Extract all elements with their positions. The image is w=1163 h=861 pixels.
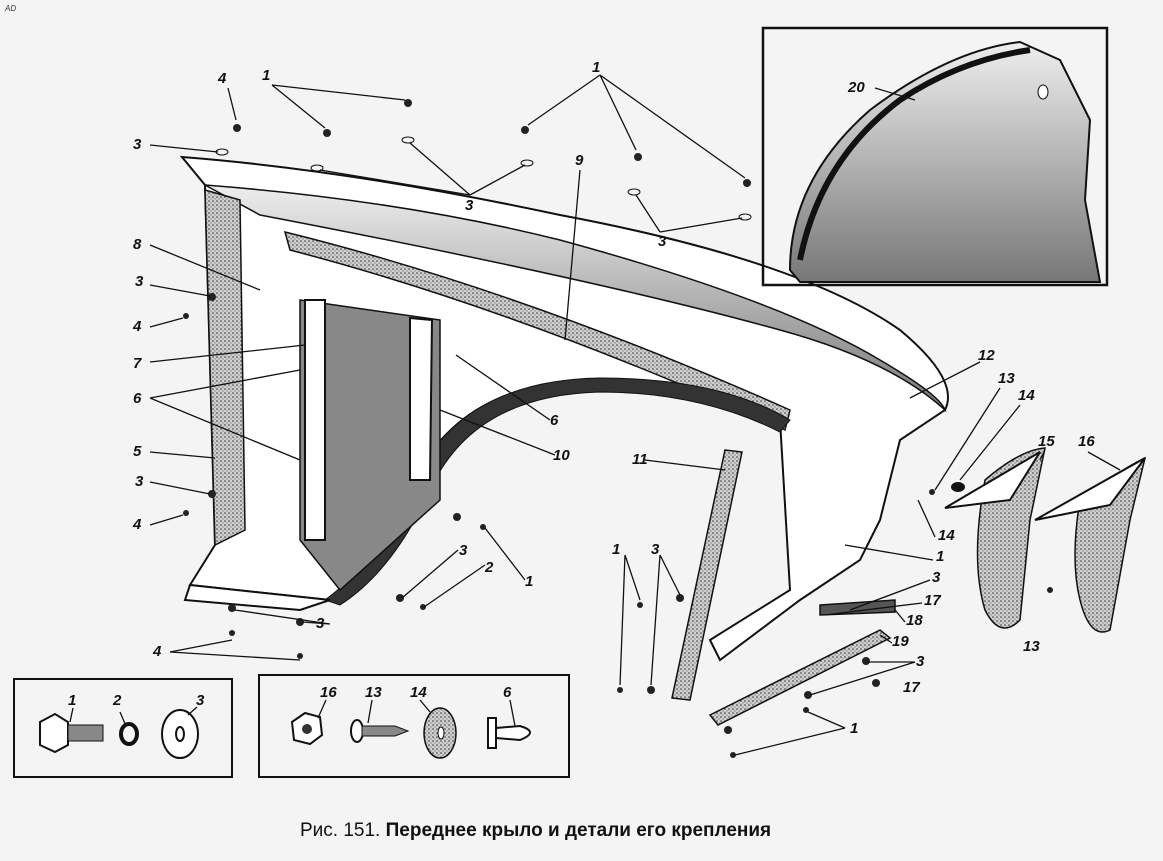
front-fender [179, 155, 949, 662]
legend-label: 13 [365, 684, 382, 701]
part-label: 14 [938, 527, 955, 544]
part-label: 1 [850, 720, 858, 737]
part-label: 12 [978, 347, 995, 364]
part-label: 16 [1078, 433, 1095, 450]
bolt-icon [39, 712, 69, 754]
leader-lines [149, 74, 1121, 756]
part-label: 3 [916, 653, 925, 670]
part-label: 4 [132, 318, 142, 335]
part-label: 4 [217, 70, 227, 87]
caption-title: Переднее крыло и детали его крепления [385, 820, 772, 841]
part-label: 9 [575, 152, 584, 169]
part-labels: 4 1 3 3 1 9 3 8 3 4 7 6 5 3 4 6 10 11 3 … [132, 59, 1095, 737]
part-label: 1 [525, 573, 533, 590]
brackets-and-shields [671, 447, 1147, 726]
flat-washer-icon [161, 709, 199, 759]
part-label: 3 [135, 273, 144, 290]
part-label: 3 [465, 197, 474, 214]
part-label: 3 [316, 615, 325, 632]
part-label: 6 [133, 390, 142, 407]
legend-label: 1 [68, 692, 76, 709]
part-label: 4 [132, 516, 142, 533]
part-label: 3 [135, 473, 144, 490]
part-label: 3 [133, 136, 142, 153]
part-label: 4 [152, 643, 162, 660]
part-label: 10 [553, 447, 570, 464]
part-label: 2 [484, 559, 494, 576]
part-label: 8 [133, 236, 142, 253]
part-label: 1 [936, 548, 944, 565]
part-label: 3 [459, 542, 468, 559]
fastener-legend-box-2: 16 13 14 6 [258, 674, 570, 778]
part-label: 3 [651, 541, 660, 558]
part-label: 1 [612, 541, 620, 558]
figure-caption: Рис. 151. Переднее крыло и детали его кр… [300, 820, 771, 842]
part-label: 13 [998, 370, 1015, 387]
part-label: 7 [133, 355, 142, 372]
legend-label: 2 [112, 692, 122, 709]
part-label: 1 [592, 59, 600, 76]
corner-mark: AD [5, 4, 17, 13]
fasteners [183, 99, 1053, 758]
part-label: 3 [932, 569, 941, 586]
spring-washer-icon [119, 722, 139, 746]
legend-label: 16 [320, 684, 337, 701]
caption-prefix: Рис. 151. [300, 820, 381, 841]
part-label: 1 [262, 67, 270, 84]
inset-fender-edge-detail [761, 26, 1109, 287]
legend-label: 14 [410, 684, 427, 701]
part-label: 17 [903, 679, 920, 696]
part-label: 14 [1018, 387, 1035, 404]
legend-label: 6 [503, 684, 512, 701]
part-label: 18 [906, 612, 923, 629]
part-label: 3 [658, 233, 667, 250]
fastener-legend-box-1: 1 2 3 [13, 678, 233, 778]
legend-label: 3 [196, 692, 205, 709]
part-label: 11 [632, 451, 648, 468]
part-label: 17 [924, 592, 941, 609]
part-label: 5 [133, 443, 142, 460]
screw-icon [350, 719, 364, 743]
clip-icon [487, 717, 531, 749]
part-label: 13 [1023, 638, 1040, 655]
part-label: 20 [847, 79, 865, 96]
part-label: 19 [892, 633, 909, 650]
part-label: 6 [550, 412, 559, 429]
part-label: 15 [1038, 433, 1055, 450]
